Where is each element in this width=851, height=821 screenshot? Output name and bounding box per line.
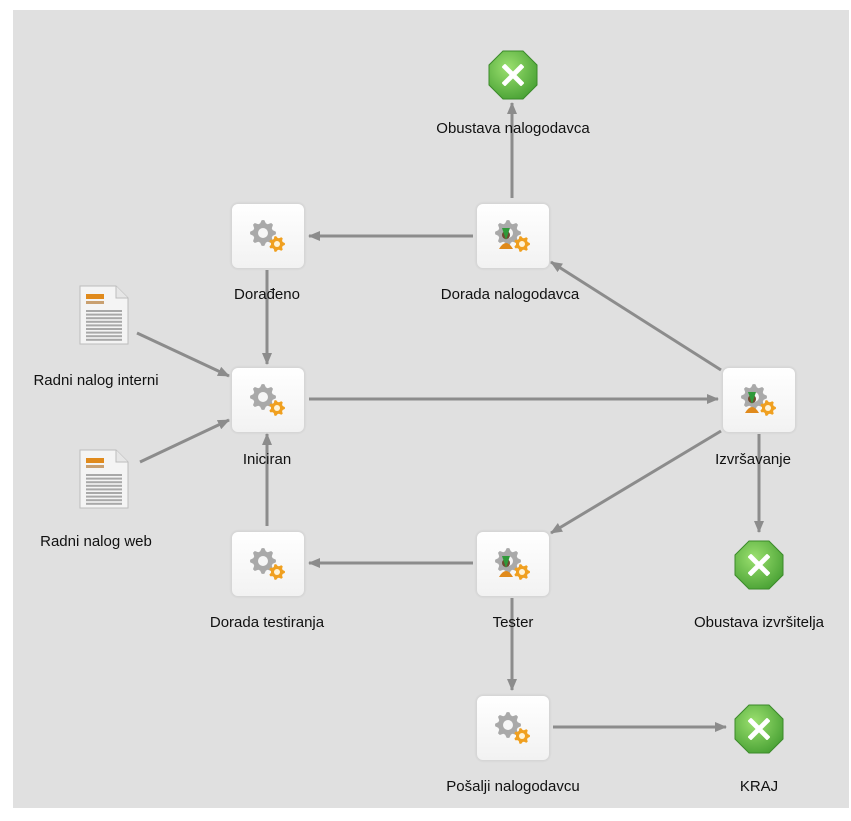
document-icon xyxy=(78,448,130,515)
task-box xyxy=(476,695,550,761)
edge-izvrsavanje-to-dorada-nalogodavca xyxy=(550,260,722,372)
node-label: Pošalji nalogodavcu xyxy=(446,778,580,795)
node-label: Radni nalog interni xyxy=(33,372,159,389)
edge-izvrsavanje-to-tester xyxy=(550,429,722,535)
gear-icon xyxy=(250,220,285,252)
gear-icon xyxy=(250,548,285,580)
gear-icon xyxy=(250,384,285,416)
user-task-box xyxy=(476,531,550,597)
node-label: KRAJ xyxy=(739,778,779,795)
user-task-icon xyxy=(741,384,776,416)
gear-icon xyxy=(495,712,530,744)
node-label: Dorada nalogodavca xyxy=(440,286,580,303)
task-box xyxy=(231,203,305,269)
end-event-icon xyxy=(732,702,786,761)
node-label: Tester xyxy=(492,614,534,631)
node-label: Radni nalog web xyxy=(40,533,152,550)
user-task-icon xyxy=(495,548,530,580)
edge-radni-nalog-web-to-iniciran xyxy=(139,418,230,464)
task-box xyxy=(231,367,305,433)
document-icon xyxy=(78,284,130,351)
node-label: Dorada testiranja xyxy=(209,614,325,631)
task-box xyxy=(231,531,305,597)
node-label: Dorađeno xyxy=(234,286,300,303)
edge-radni-nalog-interni-to-iniciran xyxy=(136,331,230,378)
node-label: Obustava nalogodavca xyxy=(436,120,590,137)
end-event-icon xyxy=(732,538,786,597)
node-label: Izvršavanje xyxy=(715,451,791,468)
diagram-canvas xyxy=(13,10,849,808)
user-task-box xyxy=(476,203,550,269)
user-task-box xyxy=(722,367,796,433)
node-label: Obustava izvršitelja xyxy=(693,614,825,631)
user-task-icon xyxy=(495,220,530,252)
end-event-icon xyxy=(486,48,540,107)
node-label: Iniciran xyxy=(242,451,292,468)
